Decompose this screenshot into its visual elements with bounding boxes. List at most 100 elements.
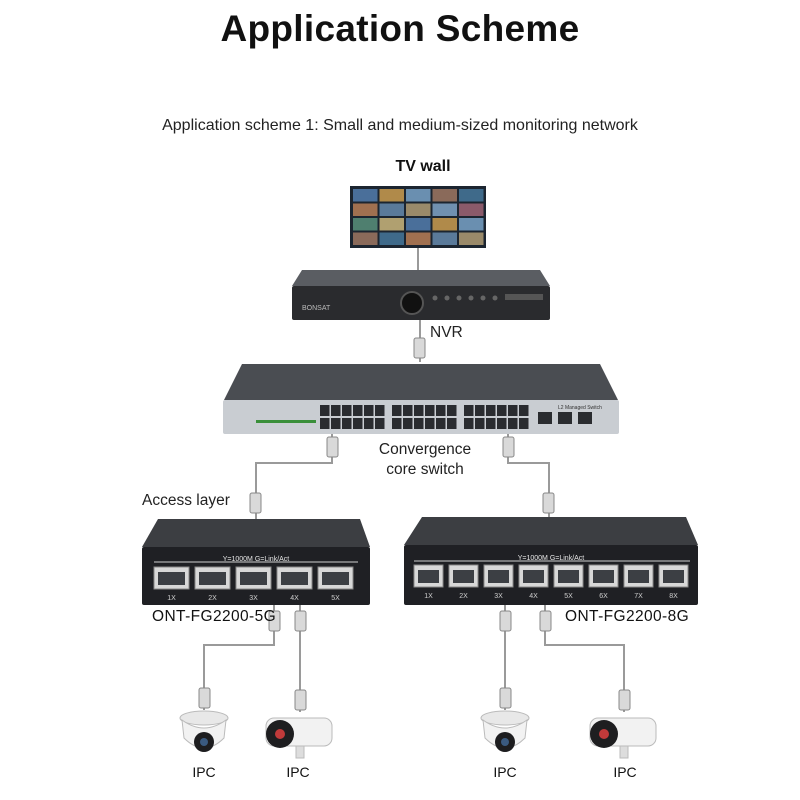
core-switch-port [403,418,413,429]
access-layer-label: Access layer [142,492,230,509]
core-switch-port [320,405,330,416]
rj45-plug-icon [542,492,555,514]
core-switch-port [425,405,435,416]
nvr-device-icon: BONSAT [292,270,550,320]
core-switch-port [331,418,341,429]
core-switch-port [375,418,385,429]
ipc-label: IPC [286,764,310,780]
tv-screen [459,203,484,216]
tv-screen [406,232,431,245]
switch5-port-socket [158,572,185,585]
switch8-port-socket [418,570,439,583]
core-switch-port [403,405,413,416]
switch8-port-label: 2X [459,593,468,600]
core-switch-port [392,405,402,416]
core-switch-port [342,405,352,416]
switch5-port-label: 2X [208,595,217,602]
core-switch-label-line1: Convergence [378,441,472,458]
core-switch-label-line2: core switch [386,461,464,478]
core-switch-port [447,405,457,416]
core-switch-port [320,418,330,429]
switch5-port-socket [281,572,308,585]
nvr-brand-text: BONSAT [302,305,331,312]
tv-wall-label: TV wall [395,158,451,175]
tv-screen [459,218,484,231]
core-switch-port [414,418,424,429]
tv-screen [432,218,457,231]
tv-screen [432,189,457,202]
core-switch-port [364,405,374,416]
switch8-port-label: 6X [599,593,608,600]
core-switch-port [364,418,374,429]
tv-screen [379,232,404,245]
rj45-plug-icon [326,436,339,458]
tv-screen [406,189,431,202]
tv-wall-icon [350,186,486,248]
core-switch-icon: L2 Managed Switch [223,364,619,434]
rj45-plug-icon [499,687,512,709]
page-title: Application Scheme [220,8,580,49]
core-switch-label: Convergence core switch [365,440,485,480]
bullet-camera-icon [265,717,333,759]
switch8-port-label: 4X [529,593,538,600]
core-switch-port [464,405,474,416]
switch5-port-label: 5X [331,595,340,602]
core-switch-port [519,418,529,429]
core-switch-port [353,405,363,416]
switch8-port-label: 3X [494,593,503,600]
rj45-plug-icon [294,610,307,632]
core-switch-port [331,405,341,416]
rj45-plug-icon [268,610,281,632]
tv-screen [353,218,378,231]
scheme-subtitle: Application scheme 1: Small and medium-s… [162,117,638,134]
core-switch-port [447,418,457,429]
rj45-plug-icon [249,492,262,514]
switch8-port-label: 7X [634,593,643,600]
bullet-camera-icon [589,717,657,759]
core-switch-port [486,405,496,416]
core-switch-port [414,405,424,416]
switch8-legend: Y=1000M G=Link/Act [518,555,585,562]
core-switch-port [353,418,363,429]
rj45-plug-icon [502,436,515,458]
switch5-legend: Y=1000M G=Link/Act [223,556,290,563]
core-switch-port [475,405,485,416]
tv-screen [379,218,404,231]
core-switch-port [464,418,474,429]
core-switch-badge-text: L2 Managed Switch [558,405,602,411]
ipc-label: IPC [613,764,637,780]
tv-screen [353,232,378,245]
core-switch-port [486,418,496,429]
tv-screen [379,203,404,216]
core-switch-port [519,405,529,416]
switch8-port-socket [558,570,579,583]
tv-screen [406,218,431,231]
switch5-model-label: ONT-FG2200-5G [152,608,277,625]
tv-screen [459,189,484,202]
ipc-label: IPC [493,764,517,780]
rj45-plug-icon [499,610,512,632]
switch8-port-label: 8X [669,593,678,600]
switch5-port-socket [240,572,267,585]
ipc-label: IPC [192,764,216,780]
switch5-port-label: 1X [167,595,176,602]
switch5-port-socket [199,572,226,585]
rj45-plug-icon [198,687,211,709]
tv-screen [432,232,457,245]
switch8-port-socket [523,570,544,583]
tv-screen [379,189,404,202]
rj45-plug-icon [294,689,307,711]
core-switch-port [436,405,446,416]
core-switch-port [475,418,485,429]
tv-screen [353,203,378,216]
rj45-plug-icon [539,610,552,632]
switch8-port-socket [488,570,509,583]
core-switch-port [497,418,507,429]
dome-camera-icon [480,710,530,752]
tv-screen [406,203,431,216]
tv-screen [353,189,378,202]
rj45-plug-icon [413,337,426,359]
